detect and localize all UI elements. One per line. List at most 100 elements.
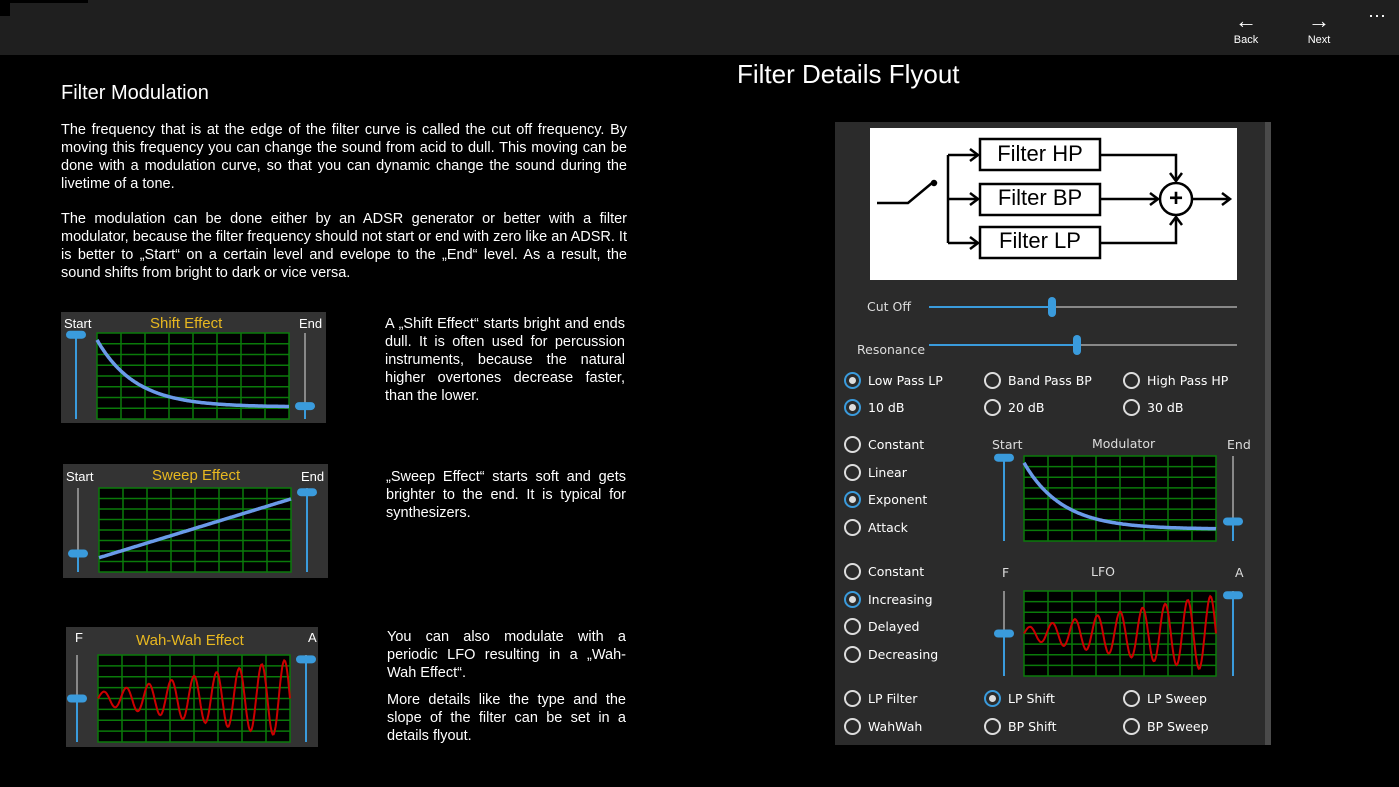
radio-label: Band Pass BP xyxy=(1008,373,1092,388)
radio-label: BP Shift xyxy=(1008,719,1057,734)
modulation-type-radio[interactable]: Exponent xyxy=(844,491,927,508)
preset-radio[interactable]: LP Shift xyxy=(984,690,1055,707)
radio-circle-icon xyxy=(844,618,861,635)
modulator-graph: Start Modulator End xyxy=(990,435,1255,547)
modulation-type-radio[interactable]: Attack xyxy=(844,518,908,536)
filter-block-diagram: Filter HP Filter BP Filter LP + xyxy=(870,128,1237,280)
radio-label: BP Sweep xyxy=(1147,719,1209,734)
cutoff-slider[interactable] xyxy=(929,297,1237,317)
shift-graph-svg xyxy=(66,330,315,420)
end-label: End xyxy=(299,316,323,331)
radio-label: Exponent xyxy=(868,492,928,507)
radio-label: Attack xyxy=(868,519,908,535)
right-slider-thumb[interactable] xyxy=(1223,517,1243,526)
next-button[interactable]: →Next xyxy=(1289,8,1349,46)
corner-mark xyxy=(0,0,10,16)
graph-title: LFO xyxy=(1091,564,1115,579)
radio-label: 20 dB xyxy=(1008,400,1045,415)
slope-radio[interactable]: 10 dB xyxy=(844,399,904,416)
radio-circle-icon xyxy=(844,491,861,508)
preset-radio[interactable]: LP Sweep xyxy=(1123,690,1207,707)
start-label: Start xyxy=(992,437,1023,452)
graph-title: Shift Effect xyxy=(150,315,223,332)
curve xyxy=(1022,461,1217,531)
radio-circle-icon xyxy=(1123,718,1140,735)
radio-circle-icon xyxy=(844,563,861,580)
scrollbar[interactable] xyxy=(1265,122,1271,745)
preset-radio[interactable]: WahWah xyxy=(844,718,922,735)
left-slider-thumb[interactable] xyxy=(994,453,1014,462)
left-slider-thumb[interactable] xyxy=(66,330,86,339)
radio-label: 30 dB xyxy=(1147,400,1184,415)
f-label: F xyxy=(1002,565,1010,580)
radio-label: Constant xyxy=(868,437,925,452)
right-slider-thumb[interactable] xyxy=(296,655,316,664)
radio-circle-icon xyxy=(1123,399,1140,416)
filter-hp-block: Filter HP xyxy=(997,141,1083,166)
right-slider-thumb[interactable] xyxy=(1223,591,1243,600)
graph-title: Modulator xyxy=(1092,436,1156,451)
radio-label: Increasing xyxy=(868,591,933,607)
filter-type-radio[interactable]: High Pass HP xyxy=(1123,372,1228,389)
title-bar: ←Back →Next ⋯ xyxy=(0,0,1399,55)
paragraph-1: The frequency that is at the edge of the… xyxy=(61,122,627,192)
more-button[interactable]: ⋯ xyxy=(1368,6,1386,26)
arrow-right-icon: → xyxy=(1308,8,1330,33)
back-button[interactable]: ←Back xyxy=(1216,8,1276,46)
resonance-label: Resonance xyxy=(857,342,926,357)
lfo-type-radio[interactable]: Increasing xyxy=(844,590,933,608)
section-title: Filter Modulation xyxy=(61,82,209,104)
left-slider-thumb[interactable] xyxy=(68,549,88,558)
left-slider-thumb[interactable] xyxy=(994,629,1014,638)
radio-circle-icon xyxy=(1123,372,1140,389)
a-label: A xyxy=(1235,565,1244,580)
lfo-type-radio[interactable]: Decreasing xyxy=(844,645,939,663)
radio-label: 10 dB xyxy=(868,400,905,415)
next-label: Next xyxy=(1307,34,1331,46)
curve xyxy=(97,658,291,736)
wah-graph-svg xyxy=(67,654,316,743)
preset-radio[interactable]: BP Sweep xyxy=(1123,718,1209,735)
modulation-type-radio[interactable]: Constant xyxy=(844,436,924,453)
radio-circle-icon xyxy=(844,436,861,453)
right-slider-thumb[interactable] xyxy=(297,488,317,497)
paragraph-2: The modulation can be done either by an … xyxy=(61,211,627,281)
curve xyxy=(98,497,292,560)
sum-symbol: + xyxy=(1168,185,1183,212)
diagram-svg xyxy=(877,137,1233,260)
shift-effect-graph: Start Shift Effect End xyxy=(61,312,326,423)
radio-circle-icon xyxy=(844,645,861,663)
radio-label: WahWah xyxy=(868,719,923,734)
filter-type-radio[interactable]: Band Pass BP xyxy=(984,372,1092,389)
lfo-graph: F LFO A xyxy=(990,562,1255,682)
right-slider-thumb[interactable] xyxy=(295,402,315,411)
end-label: End xyxy=(301,469,325,484)
lfo-type-radio[interactable]: Delayed xyxy=(844,618,919,635)
filter-lp-block: Filter LP xyxy=(999,228,1081,253)
radio-circle-icon xyxy=(844,399,861,416)
filter-bp-block: Filter BP xyxy=(997,185,1083,210)
shift-description: A „Shift Effect“ starts bright and ends … xyxy=(385,316,625,404)
radio-circle-icon xyxy=(844,718,861,735)
modulation-type-radio[interactable]: Linear xyxy=(844,463,907,481)
lfo-type-radio[interactable]: Constant xyxy=(844,563,924,580)
filter-type-radio[interactable]: Low Pass LP xyxy=(844,372,943,389)
slope-radio[interactable]: 20 dB xyxy=(984,399,1044,416)
radio-label: Linear xyxy=(868,464,907,480)
graph-title: Wah-Wah Effect xyxy=(136,632,244,649)
radio-circle-icon xyxy=(844,463,861,481)
preset-radio[interactable]: BP Shift xyxy=(984,718,1057,735)
radio-label: LP Shift xyxy=(1008,691,1055,706)
tab-indicator xyxy=(0,0,88,3)
left-slider-thumb[interactable] xyxy=(67,694,87,703)
radio-circle-icon xyxy=(844,590,861,608)
radio-circle-icon xyxy=(844,690,861,707)
resonance-slider[interactable] xyxy=(929,335,1237,355)
radio-label: Decreasing xyxy=(868,646,939,662)
curve xyxy=(1023,594,1217,670)
slope-radio[interactable]: 30 dB xyxy=(1123,399,1183,416)
preset-radio[interactable]: LP Filter xyxy=(844,690,917,707)
radio-circle-icon xyxy=(984,372,1001,389)
modulator-graph-svg xyxy=(994,453,1243,542)
radio-circle-icon xyxy=(844,372,861,389)
